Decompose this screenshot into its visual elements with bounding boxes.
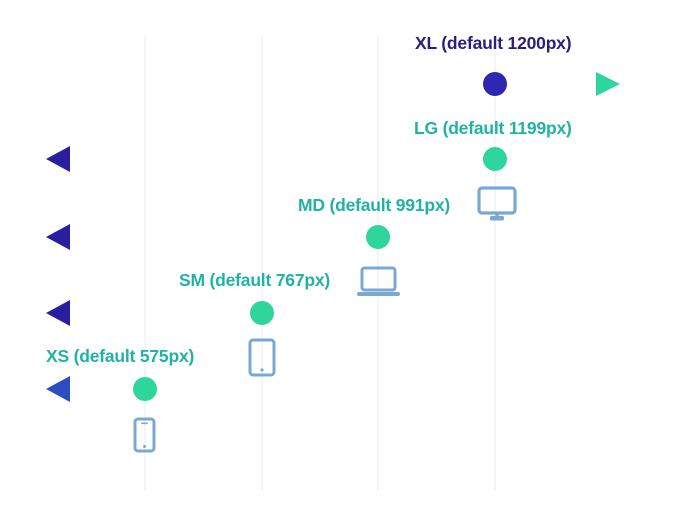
phone-icon: [133, 417, 156, 453]
breakpoint-label-lg: LG (default 1199px): [414, 118, 572, 138]
breakpoint-label-xl: XL (default 1200px): [415, 33, 572, 53]
breakpoint-label-xs: XS (default 575px): [46, 346, 195, 366]
gridline-2: [261, 36, 263, 491]
gridline-1: [144, 36, 146, 491]
tablet-icon: [248, 338, 276, 377]
breakpoint-label-sm: SM (default 767px): [179, 270, 331, 290]
monitor-icon: [477, 186, 517, 223]
breakpoint-label-md: MD (default 991px): [298, 195, 450, 215]
gridline-4: [494, 36, 496, 491]
gridline-3: [377, 36, 379, 491]
laptop-icon: [356, 266, 401, 299]
